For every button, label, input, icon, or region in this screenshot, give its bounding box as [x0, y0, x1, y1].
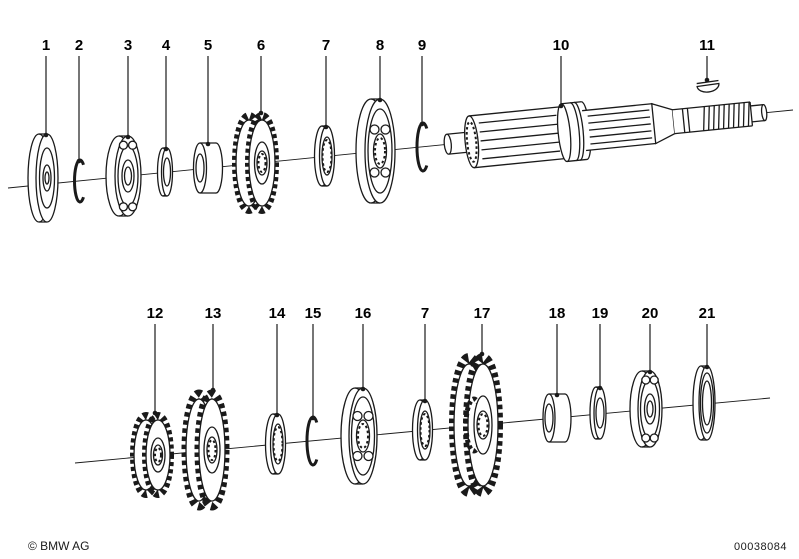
part-17-gear — [449, 353, 503, 497]
part-7-washer-lower — [411, 399, 434, 461]
svg-text:4: 4 — [162, 37, 171, 54]
svg-text:12: 12 — [147, 305, 164, 322]
callout-20: 20 — [642, 305, 659, 375]
part-20-bearing — [629, 370, 663, 448]
svg-text:14: 14 — [269, 305, 286, 322]
svg-text:10: 10 — [553, 37, 570, 54]
part-7-washer-upper — [313, 125, 336, 187]
callout-11: 11 — [699, 37, 715, 83]
callout-3: 3 — [124, 37, 132, 140]
callout-6: 6 — [257, 37, 265, 116]
callout-19: 19 — [592, 305, 609, 391]
part-21-seal-ring — [692, 365, 716, 441]
svg-text:15: 15 — [305, 305, 322, 322]
callout-4: 4 — [162, 37, 171, 152]
drawing-number: 00038084 — [734, 541, 787, 553]
callout-1: 1 — [42, 37, 50, 138]
callout-18: 18 — [549, 305, 566, 398]
callout-10: 10 — [553, 37, 570, 109]
svg-text:3: 3 — [124, 37, 132, 54]
part-3-bearing — [105, 135, 142, 217]
svg-text:5: 5 — [204, 37, 212, 54]
callout-16: 16 — [355, 305, 372, 392]
part-13-gear — [181, 389, 230, 511]
callout-13: 13 — [205, 305, 222, 393]
callout-17: 17 — [474, 305, 491, 357]
part-16-hub — [340, 387, 378, 485]
part-1-washer — [27, 133, 59, 223]
svg-text:17: 17 — [474, 305, 491, 322]
callout-9: 9 — [418, 37, 426, 127]
svg-text:9: 9 — [418, 37, 426, 54]
callout-7-upper: 7 — [322, 37, 330, 130]
callout-5: 5 — [204, 37, 212, 147]
svg-text:21: 21 — [699, 305, 716, 322]
part-14-washer — [264, 413, 287, 475]
copyright-notice: © BMW AG — [28, 539, 90, 553]
callout-15: 15 — [305, 305, 322, 421]
part-5-bushing — [192, 142, 224, 194]
svg-text:16: 16 — [355, 305, 372, 322]
part-8-hub — [355, 98, 396, 204]
part-12-gear — [130, 412, 174, 498]
part-10-shaft — [443, 101, 768, 169]
svg-text:6: 6 — [257, 37, 265, 54]
part-4-washer — [156, 147, 174, 197]
callout-21: 21 — [699, 305, 716, 370]
svg-text:7: 7 — [421, 305, 429, 322]
svg-text:1: 1 — [42, 37, 50, 54]
svg-text:7: 7 — [322, 37, 330, 54]
callout-2: 2 — [75, 37, 83, 164]
callout-7-lower: 7 — [421, 305, 429, 404]
callout-14: 14 — [269, 305, 286, 418]
part-6-gear — [232, 112, 279, 214]
svg-text:13: 13 — [205, 305, 222, 322]
callout-12: 12 — [147, 305, 164, 416]
svg-text:19: 19 — [592, 305, 609, 322]
svg-text:18: 18 — [549, 305, 566, 322]
svg-text:11: 11 — [699, 37, 715, 54]
part-18-bushing — [542, 393, 572, 443]
callout-8: 8 — [376, 37, 384, 103]
svg-text:8: 8 — [376, 37, 384, 54]
part-19-washer — [589, 386, 607, 440]
svg-text:20: 20 — [642, 305, 659, 322]
part-11-key — [696, 79, 720, 93]
svg-text:2: 2 — [75, 37, 83, 54]
